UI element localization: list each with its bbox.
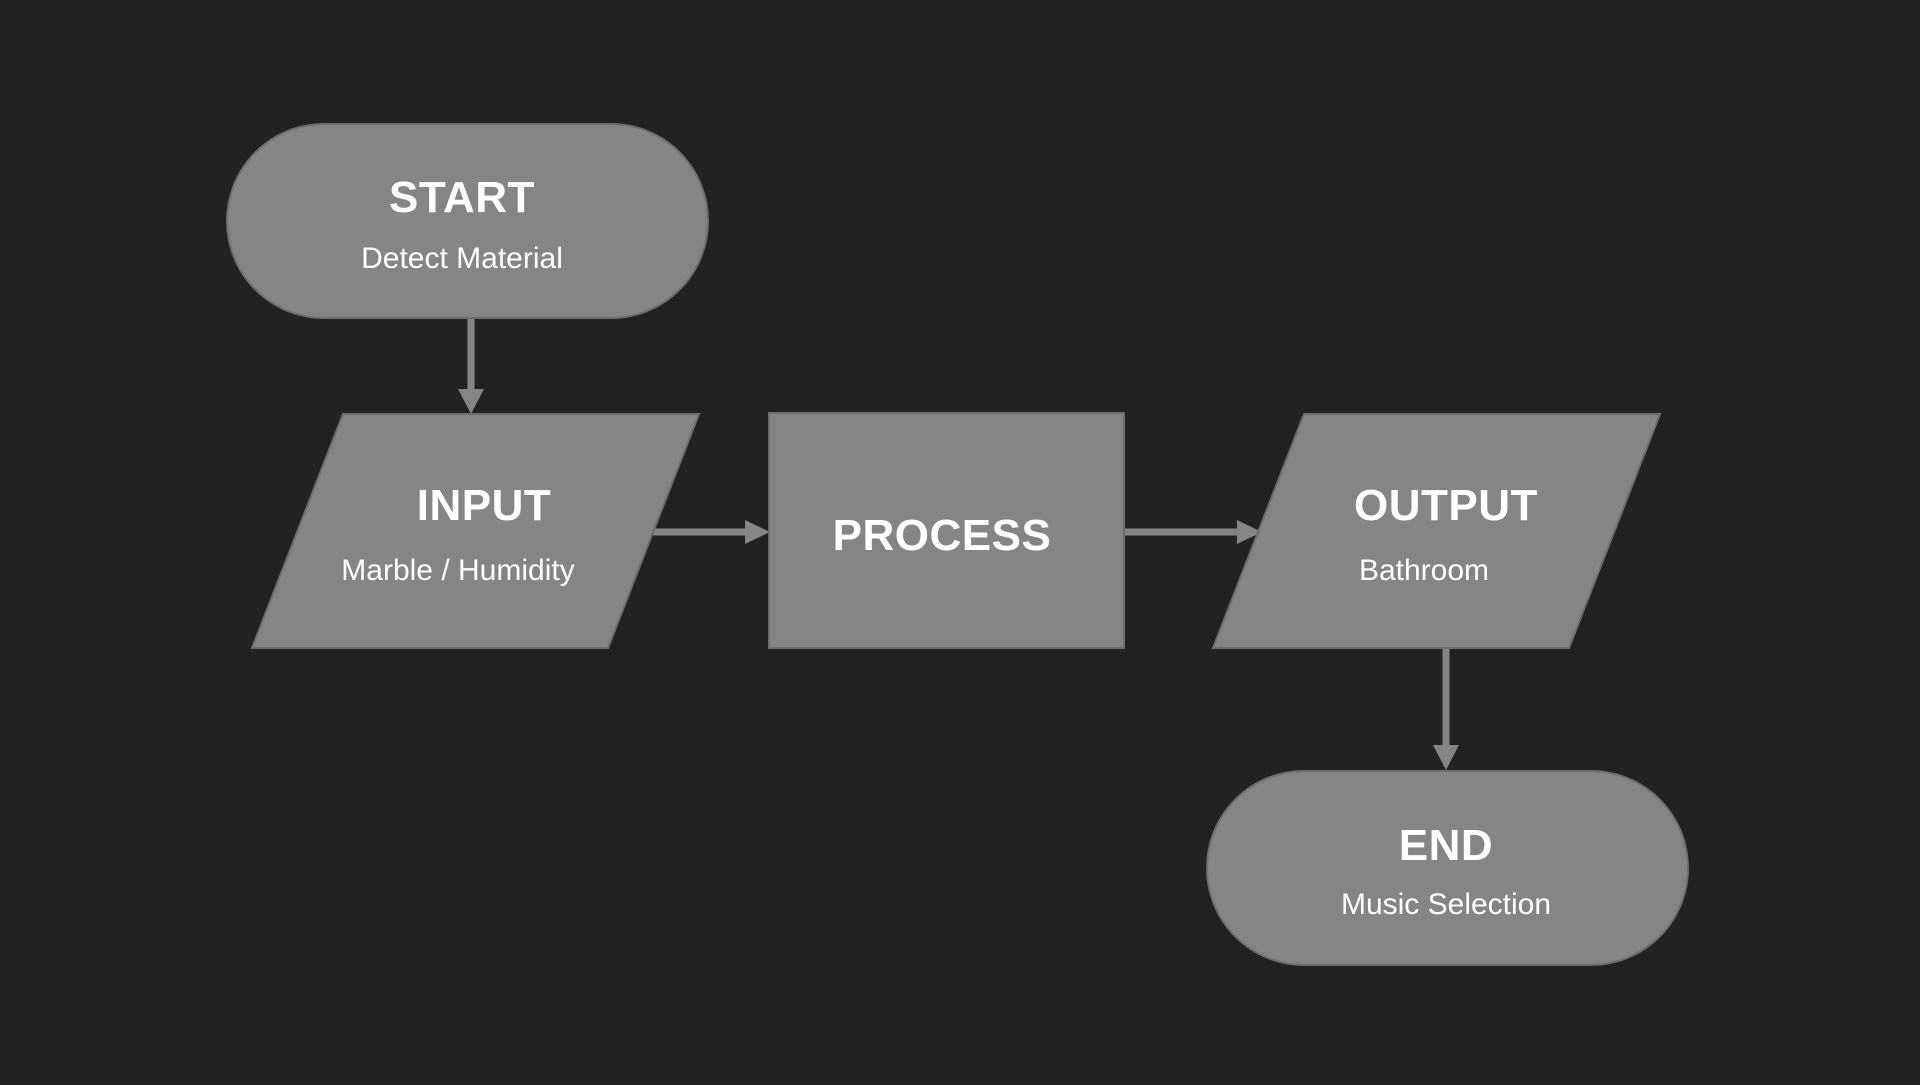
input-subtitle: Marble / Humidity bbox=[341, 554, 574, 587]
start-subtitle: Detect Material bbox=[361, 242, 563, 275]
connector-start-to-input bbox=[458, 318, 484, 414]
connector-input-to-process bbox=[652, 520, 770, 544]
process-node: PROCESS bbox=[768, 412, 1125, 649]
output-subtitle: Bathroom bbox=[1359, 554, 1489, 587]
output-title: OUTPUT bbox=[1354, 481, 1538, 530]
start-title: START bbox=[389, 173, 535, 222]
end-terminator-shape bbox=[1206, 770, 1689, 966]
connector-process-to-output bbox=[1124, 520, 1262, 544]
input-parallelogram-shape bbox=[250, 413, 701, 649]
connector-output-to-end bbox=[1433, 646, 1459, 770]
end-subtitle: Music Selection bbox=[1341, 888, 1551, 921]
process-title: PROCESS bbox=[833, 511, 1052, 560]
start-terminator-shape bbox=[226, 123, 709, 319]
end-node: END Music Selection bbox=[1206, 770, 1689, 966]
end-title: END bbox=[1399, 821, 1493, 870]
arrowhead bbox=[1237, 520, 1262, 544]
input-node: INPUT Marble / Humidity bbox=[250, 413, 701, 649]
arrowhead bbox=[458, 389, 484, 414]
process-rectangle-shape bbox=[768, 412, 1125, 649]
start-node: START Detect Material bbox=[226, 123, 709, 319]
output-parallelogram-shape bbox=[1211, 413, 1662, 649]
input-title: INPUT bbox=[417, 481, 552, 530]
arrowhead bbox=[745, 520, 770, 544]
output-node: OUTPUT Bathroom bbox=[1211, 413, 1662, 649]
arrowhead bbox=[1433, 745, 1459, 770]
